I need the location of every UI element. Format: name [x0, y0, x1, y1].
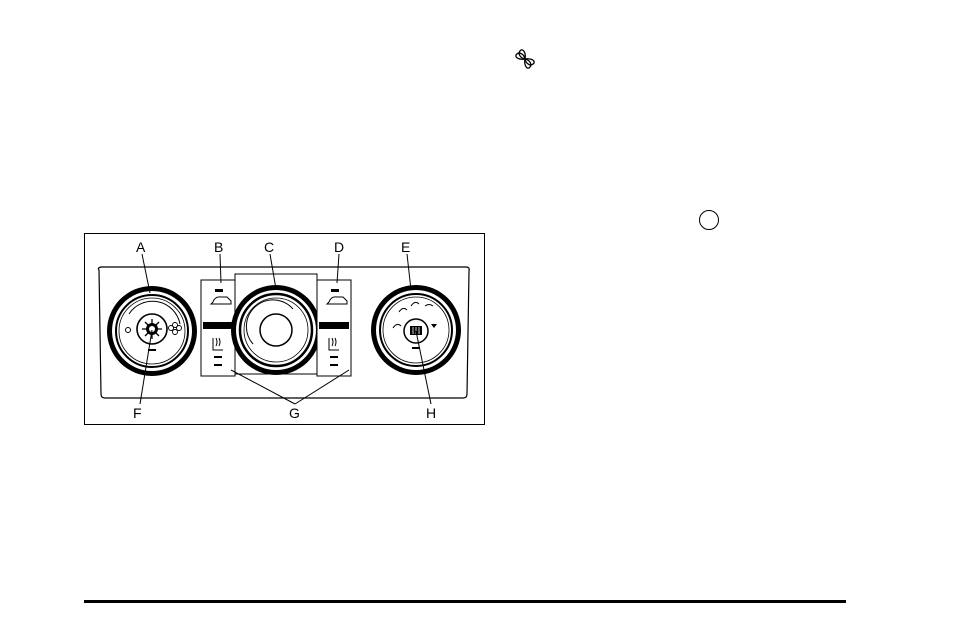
right-seat-panel — [317, 280, 351, 376]
callout-d: D — [334, 239, 344, 255]
right-knob — [371, 285, 461, 375]
circle-icon — [699, 210, 719, 230]
fan-icon — [512, 46, 538, 72]
callout-b: B — [214, 239, 223, 255]
callout-a: A — [136, 239, 146, 255]
callout-g: G — [289, 405, 300, 421]
callout-h: H — [426, 405, 436, 421]
climate-control-figure: A B C D E F G H — [84, 233, 485, 425]
center-knob — [231, 274, 321, 375]
callout-e: E — [401, 239, 410, 255]
callout-c: C — [264, 239, 274, 255]
callout-f: F — [133, 405, 142, 421]
left-seat-panel — [201, 280, 235, 376]
footer-rule — [84, 600, 846, 603]
climate-control-illustration: A B C D E F G H — [85, 234, 486, 426]
